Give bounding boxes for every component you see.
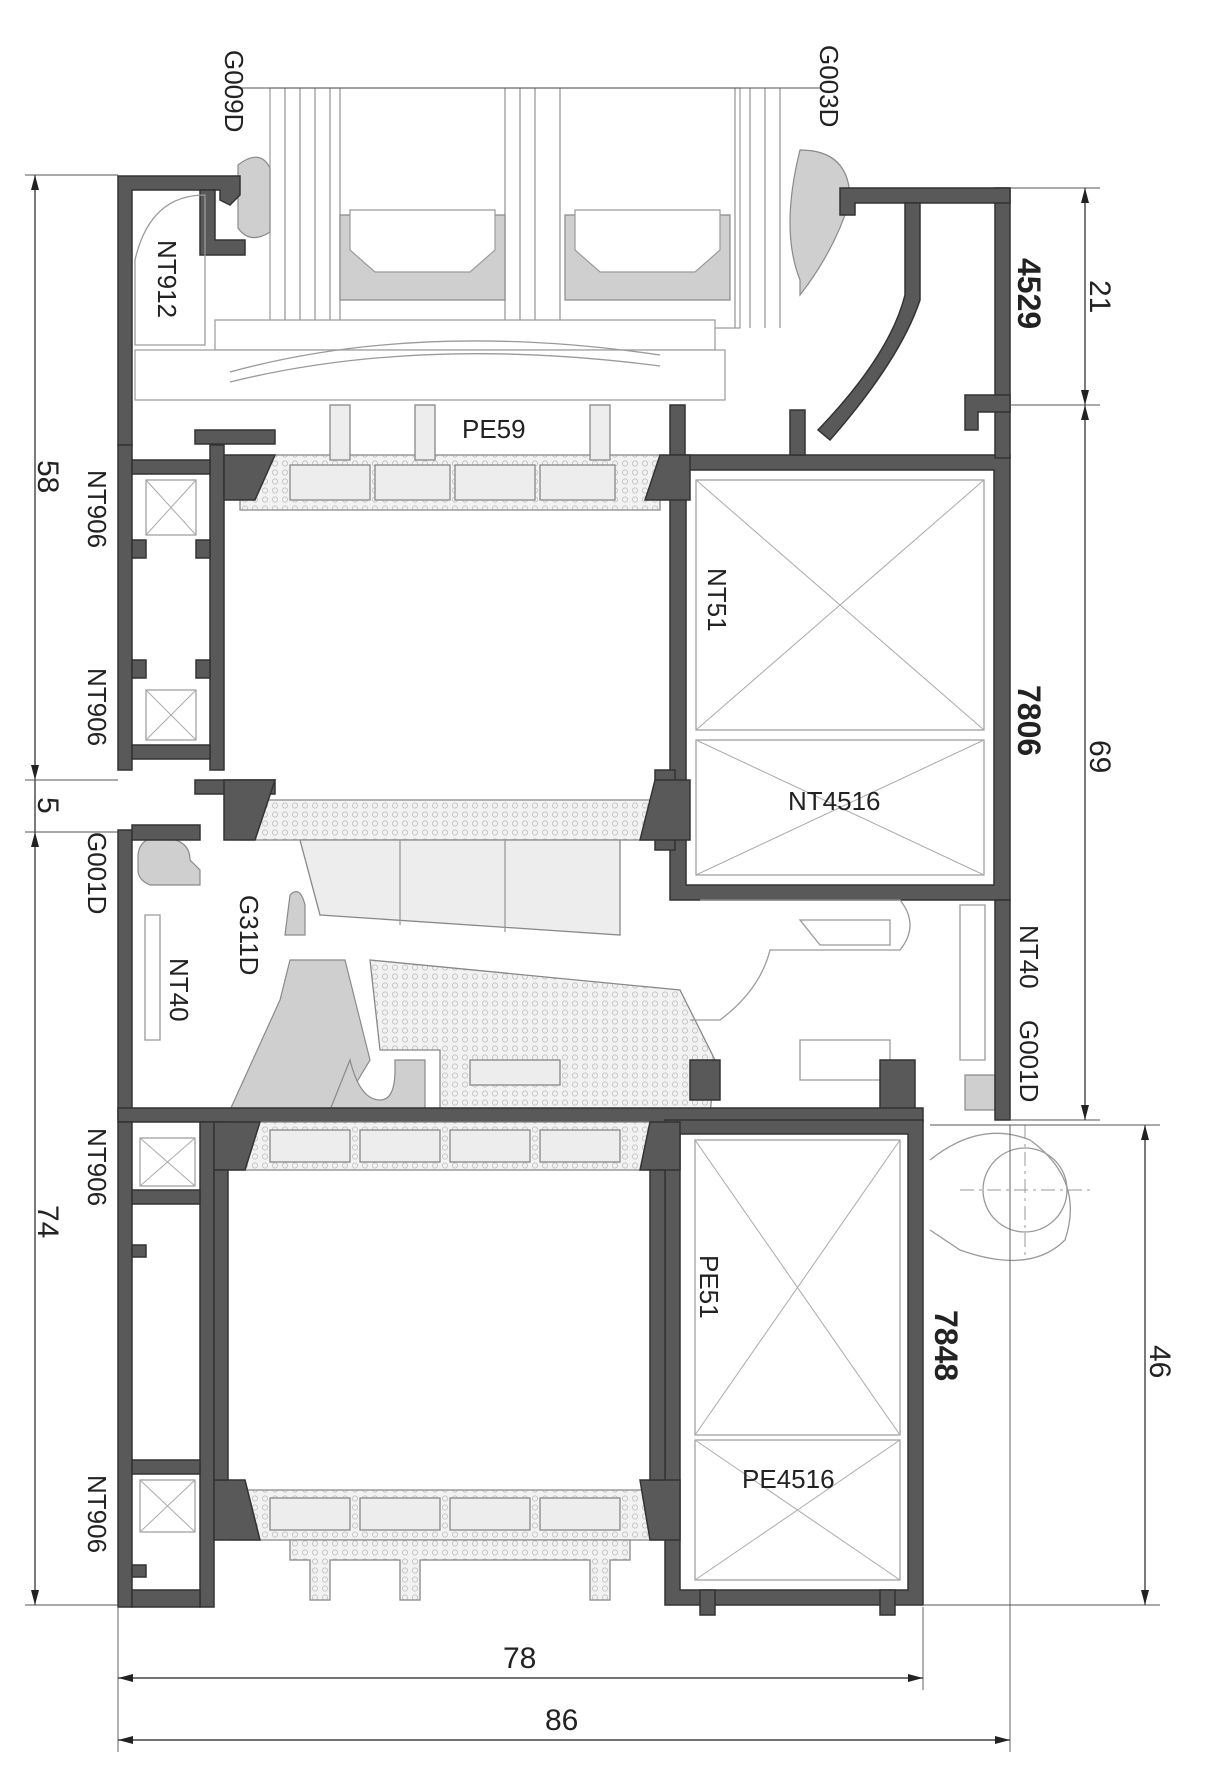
profile-7806: 7806 — [1011, 685, 1047, 756]
profile-numbers: 4529 7806 7848 — [928, 258, 1047, 1381]
part-labels: G009D G003D NT912 PE59 NT906 NT906 NT51 … — [82, 45, 1044, 1553]
label-nt906-b: NT906 — [82, 668, 112, 746]
label-pe4516: PE4516 — [742, 1464, 835, 1494]
dim-21: 21 — [1083, 280, 1116, 313]
profile-4529: 4529 — [1011, 258, 1047, 329]
label-g003d: G003D — [814, 45, 844, 127]
dim-78: 78 — [503, 1642, 536, 1675]
hinge — [929, 1125, 1090, 1261]
label-pe51: PE51 — [694, 1255, 724, 1319]
label-nt4516: NT4516 — [788, 786, 881, 816]
dim-46: 46 — [1143, 1345, 1176, 1378]
dimension-values: 58 5 74 21 69 46 78 86 — [31, 280, 1176, 1737]
label-nt906-d: NT906 — [82, 1475, 112, 1553]
label-g009d: G009D — [219, 50, 249, 132]
label-nt40-left: NT40 — [164, 958, 194, 1022]
label-g311d: G311D — [234, 895, 264, 975]
label-pe59: PE59 — [462, 414, 526, 444]
dimension-lines — [25, 87, 1160, 1752]
sash-profile — [117, 175, 1011, 936]
label-nt906-a: NT906 — [82, 470, 112, 548]
dim-5: 5 — [31, 797, 64, 814]
label-g001d-right: G001D — [1014, 1020, 1044, 1102]
dim-69: 69 — [1083, 740, 1116, 773]
label-nt906-c: NT906 — [82, 1128, 112, 1206]
label-g001d-left: G001D — [82, 832, 112, 914]
dim-58: 58 — [31, 460, 64, 493]
label-nt912: NT912 — [152, 240, 182, 318]
label-nt51: NT51 — [702, 568, 732, 632]
label-nt40-right: NT40 — [1014, 925, 1044, 989]
glazing-unit — [134, 87, 851, 401]
dim-74: 74 — [31, 1205, 64, 1238]
profile-7848: 7848 — [928, 1310, 964, 1381]
lock-zone — [117, 824, 1011, 1121]
dim-86: 86 — [545, 1704, 578, 1737]
frame-profile — [117, 1107, 924, 1616]
